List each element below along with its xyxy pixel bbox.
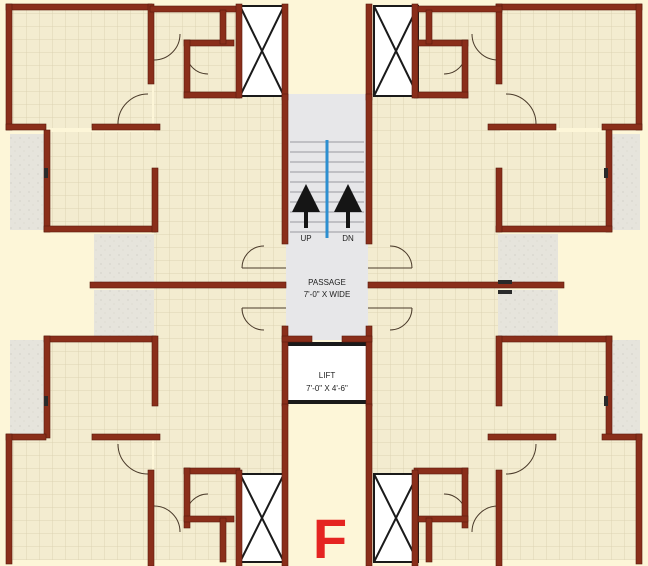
walls	[5, 3, 643, 566]
shaft-ducts	[239, 5, 419, 563]
balconies	[10, 134, 640, 436]
window-markers	[44, 168, 608, 406]
stair-up-label: UP	[300, 234, 311, 243]
lift-size-label: 7'-0" X 4'-6"	[306, 384, 348, 393]
passage-size-label: 7'-0" X WIDE	[304, 290, 351, 299]
lift-label: LIFT	[319, 371, 336, 380]
door-swings	[117, 33, 537, 533]
block-letter: F	[313, 507, 347, 566]
passage-label: PASSAGE	[308, 278, 346, 287]
stair-arrows	[292, 184, 362, 228]
stair-down-label: DN	[342, 234, 354, 243]
